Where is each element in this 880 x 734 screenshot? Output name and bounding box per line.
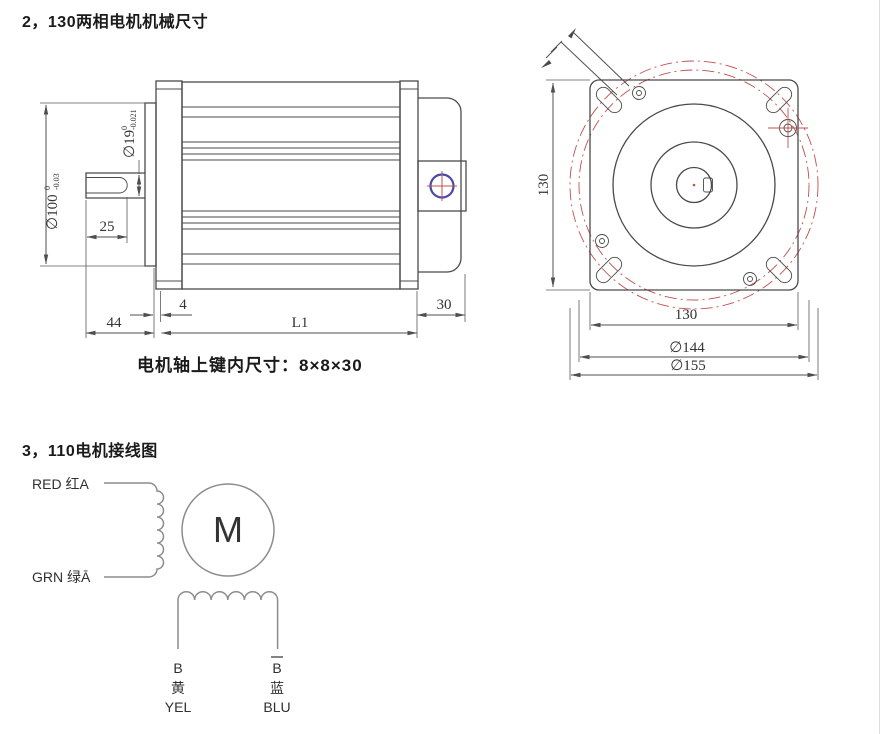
dim-shaft-extension: 44 [107, 315, 123, 331]
dim-pilot-dia: ∅100 [45, 194, 61, 230]
keyway-dimension-note: 电机轴上键内尺寸：8×8×30 [137, 356, 363, 375]
lead-b-bar-color-cn: 蓝 [270, 680, 284, 696]
lead-a-label: RED 红A [32, 476, 89, 492]
section-3-title: 3，110电机接线图 [22, 443, 158, 460]
shaft-keyway [703, 177, 713, 193]
dim-shaft-dia: ∅19 [122, 130, 138, 158]
motor-front-outline [541, 28, 819, 310]
lead-b-bar-name: B [272, 660, 281, 676]
dim-hole-spacing: 130 [675, 307, 698, 323]
lead-b-color-en: YEL [165, 699, 192, 715]
motor-side-outline [85, 80, 467, 290]
phase-a-winding [104, 482, 165, 578]
body-fins [182, 106, 400, 265]
crosshair-target [768, 108, 808, 148]
dim-body-length: L1 [292, 315, 309, 331]
side-view-dimensions: ∅100 0 -0.03 ∅19 0 -0.021 25 44 [40, 102, 466, 338]
lead-b-labels: B 黄 YEL [165, 660, 192, 715]
dim-pilot-depth: 4 [179, 297, 187, 313]
lead-b-name: B [173, 660, 182, 676]
front-view-dimensions: 130 130 ∅144 ∅155 [536, 79, 819, 380]
screw-holes [595, 86, 757, 286]
dim-shaft-dia-tol-lower: -0.021 [129, 109, 138, 130]
lead-b-bar-color-en: BLU [263, 699, 290, 715]
dim-pilot-dia-tol-upper: 0 [43, 186, 52, 190]
motor-symbol: M [181, 483, 275, 577]
lead-b-bar-labels: B 蓝 BLU [263, 656, 291, 715]
dim-flange-height: 130 [536, 174, 552, 197]
front-view-drawing: 130 130 ∅144 ∅155 [536, 28, 819, 380]
mounting-slots [595, 86, 793, 284]
cable-leads [541, 28, 630, 96]
dim-shaft-dia-tol-upper: 0 [120, 126, 129, 130]
wiring-diagram: RED 红A GRN 绿Ā M B 黄 YEL B 蓝 BLU [32, 476, 291, 715]
connector-icon [427, 171, 457, 201]
section-2-title: 2，130两相电机机械尺寸 [22, 14, 209, 31]
dim-bolt-circle: ∅144 [669, 340, 705, 356]
dim-outer-dia: ∅155 [670, 358, 706, 374]
motor-label: M [213, 509, 243, 550]
dim-pilot-dia-tol-lower: -0.03 [52, 173, 61, 190]
phase-b-winding [177, 591, 279, 649]
lead-a-bar-label: GRN 绿Ā [32, 569, 91, 585]
side-view-drawing: ∅100 0 -0.03 ∅19 0 -0.021 25 44 [40, 80, 467, 338]
dim-key-length: 25 [100, 219, 115, 235]
dim-rear-cap-length: 30 [437, 297, 452, 313]
lead-b-color-cn: 黄 [171, 680, 185, 696]
